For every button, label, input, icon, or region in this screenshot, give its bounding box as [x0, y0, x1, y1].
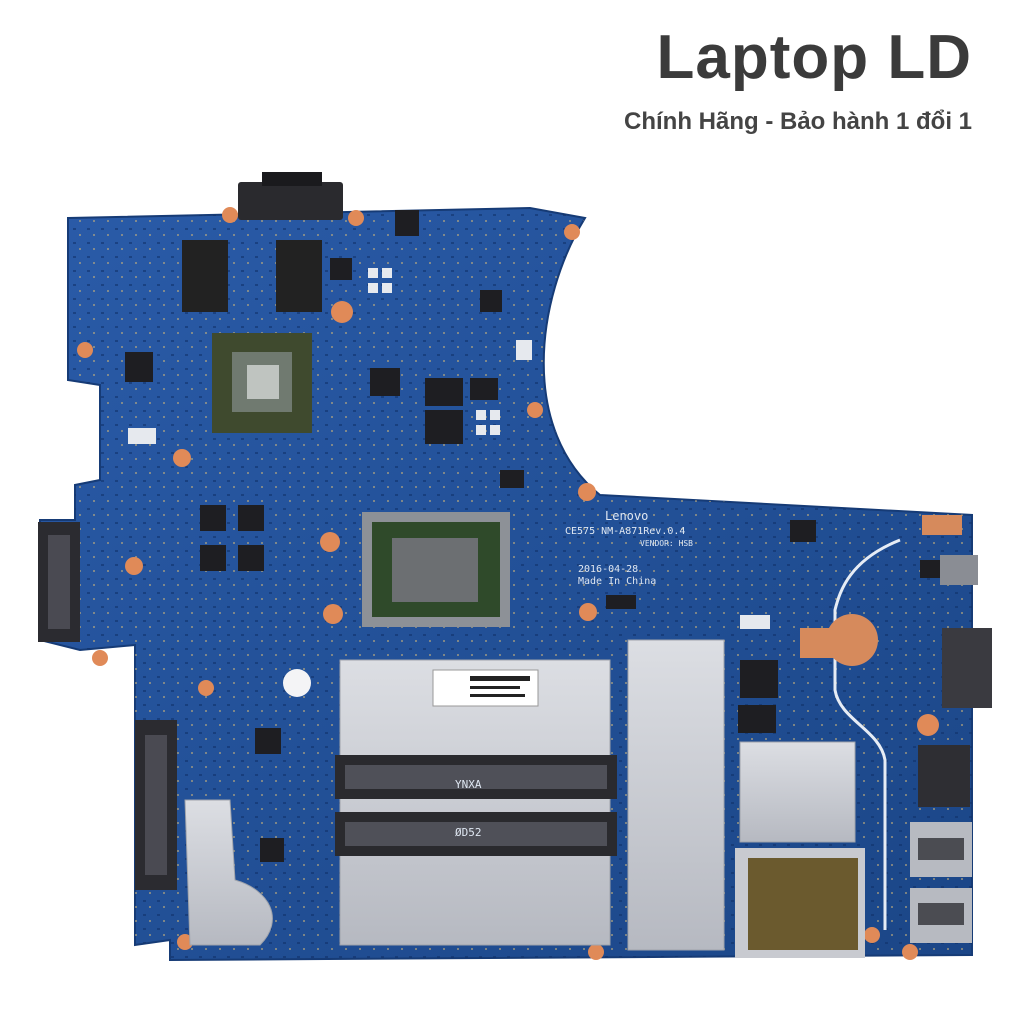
- white-pads: [128, 268, 770, 629]
- brand-subtitle: Chính Hãng - Bảo hành 1 đổi 1: [624, 108, 972, 135]
- smd-components: [125, 210, 942, 862]
- usb-c-port: [940, 555, 978, 585]
- slot-code-top: YNXA: [455, 778, 482, 791]
- silk-trace: [833, 538, 901, 930]
- shield-plate: [627, 639, 725, 951]
- ethernet-port: [918, 745, 970, 807]
- mounting-pads: [77, 207, 939, 960]
- vram-chip: [276, 240, 322, 312]
- brand-print: Lenovo: [605, 509, 648, 523]
- copper-pad: [922, 515, 962, 535]
- ram-shield: [339, 659, 611, 946]
- origin-print: Made In China: [578, 576, 656, 587]
- mounting-hole: [283, 669, 311, 697]
- brand-title: Laptop LD: [656, 23, 972, 92]
- shield-plate-2: [739, 741, 856, 843]
- right-ports: [910, 555, 992, 943]
- date-print: 2016-04-28: [578, 564, 638, 575]
- vram-chip: [182, 240, 228, 312]
- vendor-print: VENDOR: HSB: [640, 539, 693, 548]
- model-print: CE575 NM-A871Rev.0.4: [565, 526, 685, 537]
- brand-header: Laptop LD Chính Hãng - Bảo hành 1 đổi 1: [624, 22, 972, 136]
- bracket: [184, 799, 273, 946]
- power-connector: [238, 182, 343, 220]
- slot-code-bottom: ØD52: [455, 826, 482, 839]
- hdmi-port: [942, 628, 992, 708]
